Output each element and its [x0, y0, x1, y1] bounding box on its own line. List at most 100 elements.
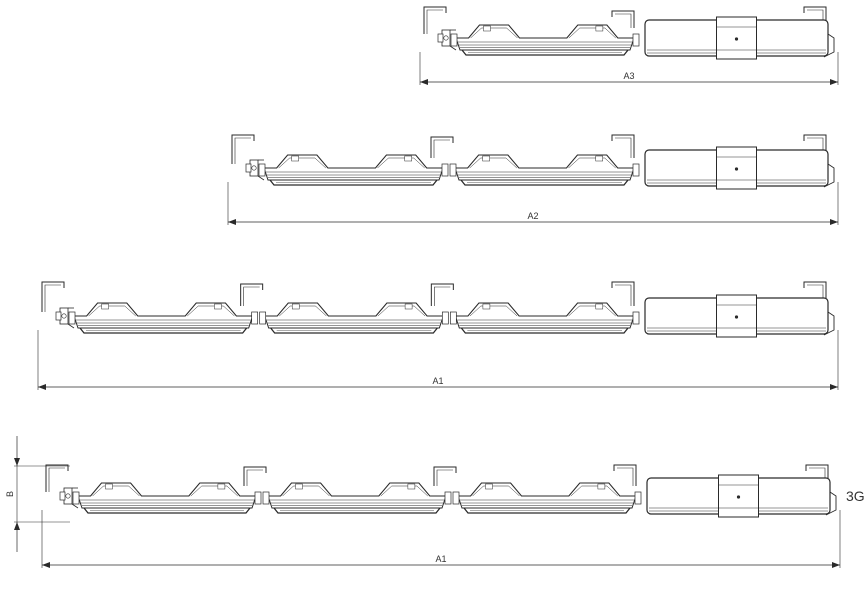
driver-housing — [644, 146, 835, 190]
module-body — [264, 315, 444, 329]
dimension-label: A1 — [435, 554, 446, 564]
lamp-module — [449, 302, 640, 334]
length-dimension: A1 — [37, 330, 839, 390]
lamp-module — [72, 482, 262, 514]
module-lens — [83, 507, 251, 514]
length-dimension: A1 — [41, 510, 841, 568]
module-frame — [266, 482, 448, 497]
mounting-bracket — [433, 466, 457, 486]
end-cap — [825, 491, 837, 516]
module-end-clamp — [258, 163, 266, 177]
module-end-clamp — [262, 491, 270, 505]
module-frame — [262, 154, 445, 169]
driver-screw — [734, 167, 739, 171]
length-dimension: A2 — [227, 182, 839, 225]
module-body — [267, 495, 447, 509]
driver-housing — [646, 474, 837, 518]
module-end-clamp — [632, 311, 640, 325]
module-lens — [460, 179, 629, 186]
mounting-bracket — [611, 281, 635, 306]
mounting-bracket — [240, 283, 264, 306]
module-end-clamp — [72, 491, 80, 505]
module-body — [454, 315, 635, 329]
mounting-bracket — [41, 281, 65, 312]
mounting-bracket — [430, 136, 454, 158]
mounting-bracket — [613, 464, 637, 486]
end-cap — [823, 163, 835, 188]
module-end-clamp — [632, 33, 640, 47]
luminaire-assembly: A1 B 3G — [5, 436, 865, 568]
lamp-module — [259, 302, 449, 334]
driver-screw — [736, 495, 741, 499]
left-end-cap — [59, 487, 79, 509]
module-body — [263, 167, 444, 181]
lamp-module — [452, 482, 642, 514]
module-end-clamp — [450, 33, 458, 47]
end-cap — [823, 311, 835, 336]
module-end-clamp — [449, 163, 457, 177]
module-end-clamp — [449, 311, 457, 325]
module-frame — [456, 482, 638, 497]
module-lens — [460, 327, 629, 334]
lamp-module — [258, 154, 449, 186]
module-end-clamp — [632, 163, 640, 177]
module-lens — [461, 49, 629, 56]
module-end-clamp — [444, 491, 452, 505]
module-frame — [453, 302, 636, 317]
lamp-module — [450, 24, 640, 56]
module-lens — [79, 327, 248, 334]
luminaire-assembly: A3 — [419, 6, 839, 85]
dimension-label: A3 — [623, 71, 634, 81]
driver-screw — [734, 37, 739, 41]
module-end-clamp — [452, 491, 460, 505]
module-end-clamp — [254, 491, 262, 505]
module-body — [77, 495, 257, 509]
dimension-label: A2 — [527, 211, 538, 221]
mounting-bracket — [231, 134, 255, 164]
mounting-bracket — [243, 466, 267, 486]
end-cap — [823, 33, 835, 58]
luminaire-assembly: A2 — [227, 134, 839, 225]
module-end-clamp — [251, 311, 259, 325]
dimension-label: A1 — [432, 376, 443, 386]
module-lens — [463, 507, 631, 514]
mounting-bracket — [430, 283, 454, 306]
lamp-module — [449, 154, 640, 186]
module-frame — [453, 154, 636, 169]
length-dimension: A3 — [419, 52, 839, 85]
driver-screw — [734, 315, 739, 319]
mounting-bracket — [611, 134, 635, 158]
left-end-cap — [437, 29, 457, 51]
variant-label: 3G — [846, 488, 865, 504]
driver-housing — [644, 16, 835, 60]
mounting-bracket — [611, 10, 635, 28]
left-end-cap — [55, 307, 75, 329]
module-lens — [269, 179, 438, 186]
mounting-bracket — [45, 464, 69, 492]
lamp-module — [262, 482, 452, 514]
driver-housing — [644, 294, 835, 338]
module-body — [457, 495, 637, 509]
module-lens — [273, 507, 441, 514]
module-frame — [262, 302, 446, 317]
lamp-module — [68, 302, 259, 334]
module-body — [454, 167, 635, 181]
module-end-clamp — [634, 491, 642, 505]
module-frame — [76, 482, 258, 497]
module-end-clamp — [441, 163, 449, 177]
mounting-bracket — [423, 6, 447, 34]
module-end-clamp — [259, 311, 267, 325]
height-dimension: B — [5, 436, 70, 552]
module-end-clamp — [441, 311, 449, 325]
module-lens — [270, 327, 438, 334]
left-end-cap — [245, 159, 265, 181]
height-label: B — [5, 491, 15, 497]
module-body — [455, 37, 635, 51]
module-frame — [454, 24, 636, 39]
module-end-clamp — [68, 311, 76, 325]
module-body — [73, 315, 254, 329]
module-frame — [72, 302, 255, 317]
luminaire-assembly: A1 — [37, 281, 839, 390]
